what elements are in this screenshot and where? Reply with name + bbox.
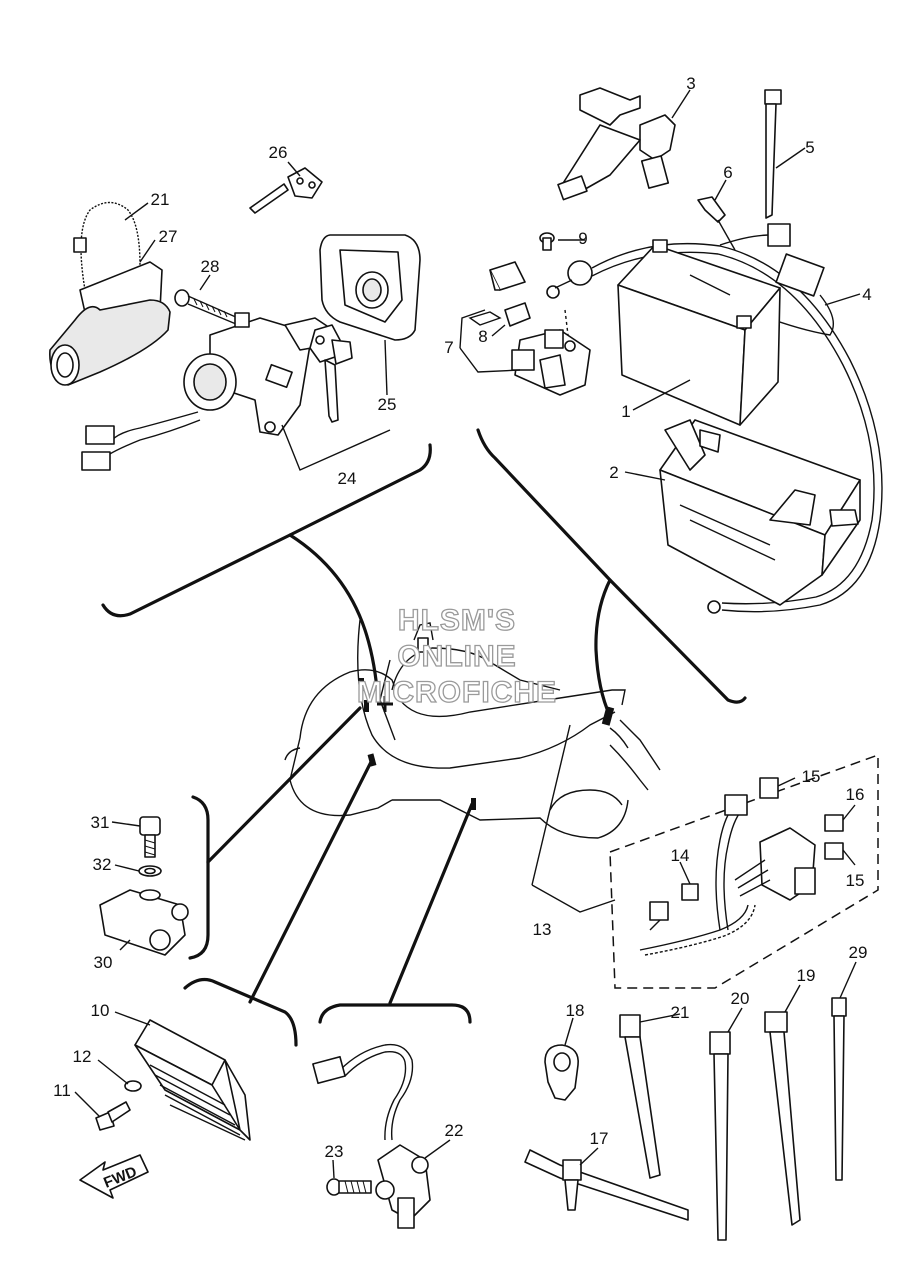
part-29-cable-tie [831, 997, 847, 1181]
callout-32: 32 [93, 855, 112, 874]
watermark-line1: HLSM'S [398, 604, 516, 637]
callout-30: 30 [94, 953, 113, 972]
part-21-cable-tie [619, 1014, 661, 1179]
callout-16: 16 [846, 785, 865, 804]
callout-4: 4 [862, 285, 871, 304]
callout-22: 22 [445, 1121, 464, 1140]
part-16-fuse [824, 814, 844, 832]
watermark-line2: ONLINE [397, 640, 516, 673]
part-15-connector-a [759, 777, 779, 799]
section-brackets [101, 428, 747, 1047]
watermark: HLSM'S ONLINE MICROFICHE [356, 603, 557, 709]
part-key [309, 324, 353, 423]
callout-5: 5 [805, 138, 814, 157]
callout-numbers: 21 27 28 26 24 25 3 5 6 9 4 8 7 1 2 31 3… [53, 74, 872, 1161]
callout-12: 12 [73, 1047, 92, 1066]
part-26-key-blank [249, 167, 323, 214]
harness-group-box [609, 753, 879, 989]
part-19-cable-tie [764, 1011, 801, 1226]
part-5-cable-tie [764, 89, 782, 219]
callout-7: 7 [444, 338, 453, 357]
part-25-key-cover [319, 234, 421, 341]
part-20-cable-tie [709, 1031, 731, 1241]
callout-15-bottom: 15 [846, 871, 865, 890]
callout-19: 19 [797, 966, 816, 985]
part-24-main-switch [81, 312, 331, 471]
callout-17: 17 [590, 1129, 609, 1148]
motorcycle-outline [284, 619, 661, 839]
part-2-battery-box [659, 419, 861, 606]
callout-26: 26 [269, 143, 288, 162]
location-markers [359, 637, 615, 810]
part-14-connector [681, 883, 699, 901]
callout-15-top: 15 [802, 767, 821, 786]
callout-14: 14 [671, 846, 690, 865]
part-11-bolt [95, 1101, 131, 1131]
callout-13: 13 [533, 920, 552, 939]
part-21-top [73, 201, 141, 291]
part-27-horn-bracket [49, 261, 171, 386]
fwd-arrow: FWD [79, 1154, 149, 1199]
part-6-battery-band [697, 196, 736, 251]
callout-3: 3 [686, 74, 695, 93]
watermark-line3: MICROFICHE [357, 676, 557, 709]
part-9-bolt [539, 232, 560, 299]
part-17-cable-tie [524, 1149, 689, 1221]
callout-28: 28 [201, 257, 220, 276]
part-1-battery [617, 239, 781, 426]
callout-29: 29 [849, 943, 868, 962]
part-23-screw [326, 1178, 372, 1196]
callout-2: 2 [609, 463, 618, 482]
part-12-washer [124, 1080, 142, 1092]
callout-25: 25 [378, 395, 397, 414]
callout-6: 6 [723, 163, 732, 182]
fwd-label: FWD [101, 1163, 139, 1192]
callout-9: 9 [578, 229, 587, 248]
part-15-connector-b [824, 842, 844, 860]
part-8-fuse [468, 261, 531, 327]
part-30-sensor [99, 889, 189, 956]
callout-24: 24 [338, 469, 357, 488]
part-4-lead [719, 223, 834, 336]
part-28-screw [174, 289, 239, 325]
callout-21-top: 21 [151, 190, 170, 209]
leader-lines [74, 89, 861, 1179]
callout-31: 31 [91, 813, 110, 832]
part-32-washer [138, 865, 162, 877]
part-3-bracket [557, 87, 676, 201]
part-10-rectifier [134, 1019, 251, 1141]
callout-21-bottom: 21 [671, 1003, 690, 1022]
callout-23: 23 [325, 1142, 344, 1161]
callout-8: 8 [478, 327, 487, 346]
part-31-bolt [139, 816, 161, 858]
callout-18: 18 [566, 1001, 585, 1020]
part-13-harness [639, 794, 816, 956]
callout-27: 27 [159, 227, 178, 246]
callout-20: 20 [731, 989, 750, 1008]
callout-1: 1 [621, 402, 630, 421]
part-7-starter-relay [511, 309, 591, 396]
battery-cable [554, 242, 883, 614]
part-22-sensor [312, 1043, 431, 1229]
callout-10: 10 [91, 1001, 110, 1020]
part-18-clip [544, 1044, 579, 1101]
callout-11: 11 [53, 1081, 71, 1100]
